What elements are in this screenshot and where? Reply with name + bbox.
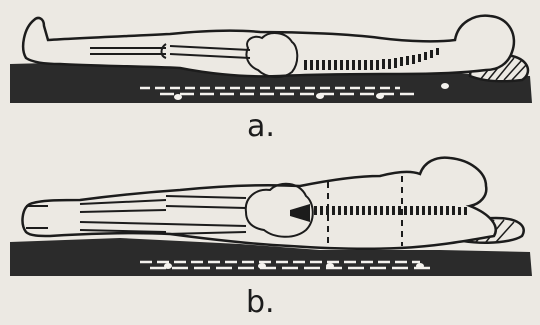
label-b: b. [246,288,275,318]
panel-a [10,16,532,103]
label-a: a. [247,112,275,142]
panel-b [10,158,532,276]
